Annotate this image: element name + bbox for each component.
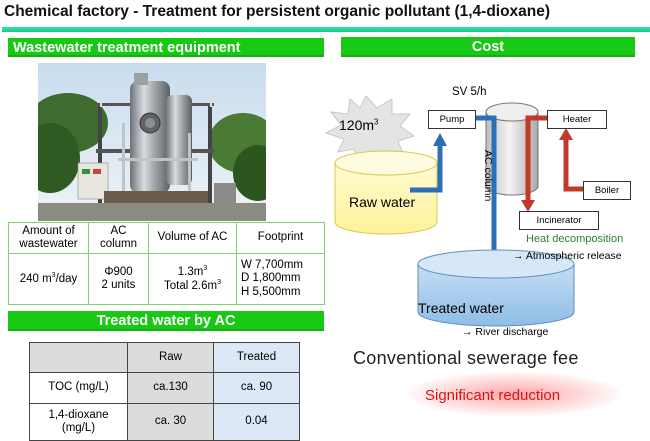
ac-column-vessel [485,102,539,196]
cell-footprint: W 7,700mm D 1,800mm H 5,500mm [236,253,325,305]
header-volume: Volume of AC [148,222,237,254]
feed-pipe [410,146,443,193]
space-velocity-label: SV 5/h [452,86,487,98]
volume-label: 120m3 [339,117,379,133]
header-footprint: Footprint [236,222,325,254]
heater-box: Heater [547,110,607,129]
header-amount: Amount of wastewater [8,222,89,254]
row-label-toc: TOC (mg/L) [29,372,128,404]
raw-water-tank [334,150,438,235]
conventional-fee-label: Conventional sewerage fee [353,348,579,368]
col-treated: Treated [213,342,300,373]
cell-toc-treated: ca. 90 [213,372,300,404]
equipment-photo-image [38,63,266,221]
treated-water-tank [417,249,575,327]
heater-arrow [559,128,573,140]
equipment-photo [38,63,266,221]
ac-column-label: AC column [482,150,494,202]
treated-pipe [474,115,497,255]
feed-arrow [433,133,447,146]
treated-water-header: Treated water by AC [8,311,324,331]
reduction-highlight [408,372,620,416]
heat-pipe [525,115,547,200]
cost-header: Cost [341,37,635,57]
cell-toc-raw: ca.130 [127,372,214,404]
atmospheric-release-label: → Atmospheric release [513,250,622,262]
incinerator-arrow [521,200,535,212]
significant-reduction-label: Significant reduction [425,387,561,404]
boiler-pipe [563,140,583,192]
heat-decomposition-label: Heat decomposition [526,233,624,245]
corner-cell [29,342,128,373]
pump-box: Pump [428,110,476,129]
boiler-box: Boiler [583,181,631,200]
equipment-table: Amount of wastewater AC column Volume of… [8,222,325,305]
treated-water-label: Treated water [418,300,504,316]
equipment-header: Wastewater treatment equipment [8,38,324,57]
raw-water-label: Raw water [349,194,416,210]
page-title: Chemical factory - Treatment for persist… [4,3,551,20]
cell-volume: 1.3m3 Total 2.6m3 [148,253,237,305]
river-discharge-label: → River discharge [462,326,549,338]
incinerator-box: Incinerator [519,211,599,230]
cell-amount: 240 m3/day [8,253,89,305]
title-underline [2,27,650,32]
